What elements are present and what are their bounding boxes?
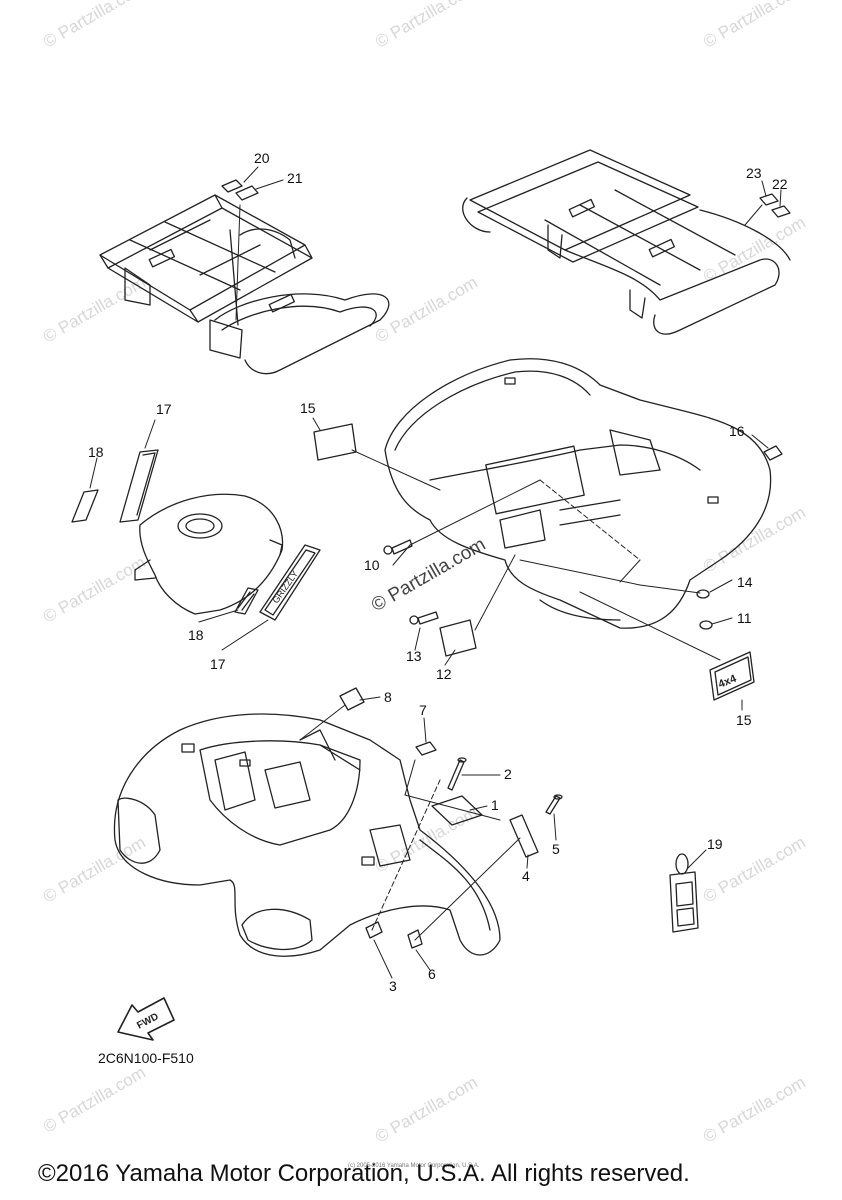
label-21 xyxy=(235,185,259,201)
callout-13: 13 xyxy=(406,648,422,664)
decal-4x4: 4x4 xyxy=(709,651,755,701)
callout-8: 8 xyxy=(384,689,392,705)
small-decal-18 xyxy=(234,587,259,615)
callout-17: 17 xyxy=(210,656,226,672)
callout-1: 1 xyxy=(491,797,499,813)
catalog-code: 2C6N100-F510 xyxy=(98,1050,194,1066)
plate-12 xyxy=(439,619,477,657)
label-22 xyxy=(771,205,791,218)
callout-2: 2 xyxy=(504,766,512,782)
label-23 xyxy=(759,193,779,206)
label-18-panel xyxy=(71,489,99,523)
decal-4x4-text: 4x4 xyxy=(717,672,739,690)
callout-20: 20 xyxy=(254,150,270,166)
callout-18: 18 xyxy=(188,627,204,643)
decal-7 xyxy=(415,741,437,756)
callout-23: 23 xyxy=(746,165,762,181)
fwd-arrow-icon: FWD xyxy=(117,997,175,1041)
label-17-panel xyxy=(119,449,159,523)
callout-19: 19 xyxy=(707,836,723,852)
callout-21: 21 xyxy=(287,170,303,186)
callout-11: 11 xyxy=(737,610,752,626)
callout-4: 4 xyxy=(522,868,530,884)
callout-18: 18 xyxy=(88,444,104,460)
callout-17: 17 xyxy=(156,401,172,417)
callout-5: 5 xyxy=(552,841,560,857)
clip-3 xyxy=(365,921,383,939)
caution-tag-19 xyxy=(669,853,699,933)
rear-fender xyxy=(384,358,772,629)
rivet-2 xyxy=(447,757,467,791)
rivet-5 xyxy=(545,794,563,815)
fine-print: (c) 2005-2016 Yamaha Motor Corporation, … xyxy=(348,1163,480,1169)
front-fender xyxy=(113,713,501,957)
washer-14 xyxy=(696,589,710,599)
callout-6: 6 xyxy=(428,966,436,982)
front-carrier-rack xyxy=(99,194,390,375)
decal-15-upper xyxy=(313,423,357,461)
rear-carrier-rack xyxy=(462,149,791,335)
bolt-13 xyxy=(409,611,439,625)
copyright-notice: ©2016 Yamaha Motor Corporation, U.S.A. A… xyxy=(38,1160,690,1187)
label-16 xyxy=(763,445,783,461)
washer-11 xyxy=(699,620,713,630)
callout-3: 3 xyxy=(389,978,397,994)
callout-15: 15 xyxy=(736,712,752,728)
callout-7: 7 xyxy=(419,702,427,718)
grizzly-emblem: GRIZZLY xyxy=(259,544,321,621)
plate-1 xyxy=(431,795,483,826)
callout-15: 15 xyxy=(300,400,316,416)
clip-6 xyxy=(407,929,423,949)
plate-4 xyxy=(509,814,539,858)
callout-10: 10 xyxy=(364,557,380,573)
callout-22: 22 xyxy=(772,176,788,192)
tank-cover xyxy=(134,493,284,615)
callout-12: 12 xyxy=(436,666,452,682)
callout-14: 14 xyxy=(737,574,753,590)
callout-16: 16 xyxy=(729,423,745,439)
bolt-10 xyxy=(383,539,413,555)
label-20 xyxy=(221,179,243,193)
